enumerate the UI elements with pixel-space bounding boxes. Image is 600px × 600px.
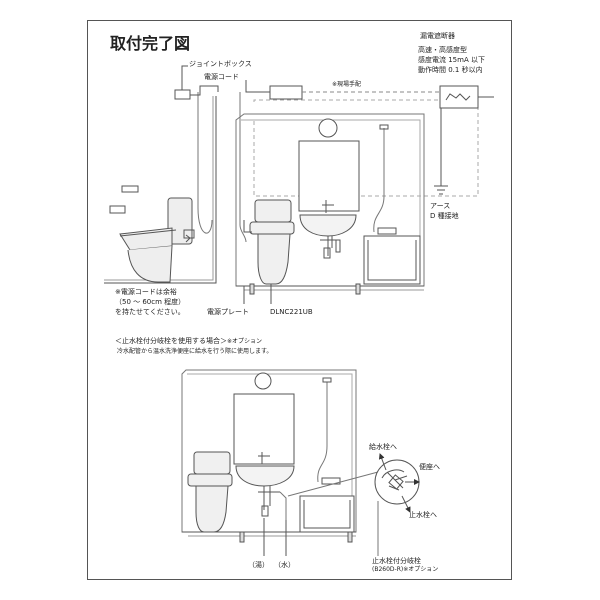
- ground-icon: [434, 108, 448, 194]
- bottom-sink-icon: [236, 452, 294, 520]
- bottom-light-icon: [255, 373, 271, 389]
- joint-cord: [190, 86, 218, 95]
- section2-heading-option: ※オプション: [227, 338, 263, 345]
- cord-leader: [246, 80, 270, 92]
- diagram-frame: [87, 20, 512, 580]
- branch-valve-detail: [375, 453, 420, 513]
- to-toilet-seat-label: 便座へ: [419, 463, 440, 471]
- earth-label: アース: [430, 202, 451, 210]
- section2-heading-text: ＜止水栓付分岐栓を使用する場合＞: [115, 337, 227, 345]
- bottom-diagram: [182, 370, 420, 556]
- left-room: [104, 92, 216, 283]
- joint-box-main: [270, 86, 302, 99]
- joint-box-left: [175, 90, 190, 99]
- sink-icon: [300, 200, 356, 258]
- left-toilet-icon: [120, 198, 194, 282]
- model-label: DLNC221UB: [270, 308, 313, 316]
- left-cord: [198, 92, 212, 233]
- mirror-icon: [299, 141, 359, 211]
- joint-box-label: ジョイントボックス: [189, 60, 252, 68]
- main-toilet-icon: [250, 200, 294, 284]
- top-diagram: [104, 66, 494, 304]
- field-arrangement-label: ※現場手配: [332, 81, 362, 88]
- cold-water-label: （水）: [274, 561, 295, 569]
- earth-class-label: D 種接地: [430, 212, 459, 220]
- hot-water-label: （湯）: [248, 561, 269, 569]
- breaker-icon: [440, 86, 494, 108]
- remote-panel-icon: [122, 186, 138, 192]
- bottom-toilet-icon: [188, 452, 232, 532]
- bottom-mirror-icon: [234, 394, 294, 464]
- main-unit-room: [236, 114, 424, 294]
- shower-icon: [374, 125, 396, 234]
- breaker-type: 高速・高感度型: [418, 46, 467, 54]
- cord-note-line1: ※電源コードは余裕: [115, 288, 177, 296]
- to-supply-valve-label: 給水栓へ: [369, 443, 397, 451]
- breaker-time: 動作時間 0.1 秒以内: [418, 66, 483, 74]
- to-stop-valve-label: 止水栓へ: [409, 511, 437, 519]
- valve-name-label: 止水栓付分岐栓: [372, 557, 421, 565]
- paper-holder-icon: [110, 206, 125, 213]
- bathtub-icon: [364, 236, 420, 284]
- cord-note-line3: を持たせてください。: [115, 308, 185, 316]
- page-title: 取付完了図: [110, 34, 191, 53]
- valve-model-label: (B260D-R)※オプション: [372, 566, 439, 573]
- section2-heading: ＜止水栓付分岐栓を使用する場合＞※オプション: [115, 337, 262, 346]
- bottom-shower-icon: [318, 378, 340, 484]
- power-plate-label: 電源プレート: [207, 308, 249, 316]
- breaker-title: 漏電遮断器: [420, 32, 455, 40]
- section2-note: 冷水配管から温水洗浄便座に給水を行う際に使用します。: [117, 348, 273, 355]
- light-icon: [319, 119, 337, 137]
- cord-note-line2: （50 ～ 60cm 程度）: [115, 298, 186, 306]
- bottom-bathtub-icon: [300, 496, 354, 532]
- power-plate-icon: [244, 220, 252, 232]
- power-cord-label: 電源コード: [204, 73, 239, 81]
- breaker-sensitivity: 感度電流 15mA 以下: [418, 56, 485, 64]
- joint-leader: [182, 66, 188, 90]
